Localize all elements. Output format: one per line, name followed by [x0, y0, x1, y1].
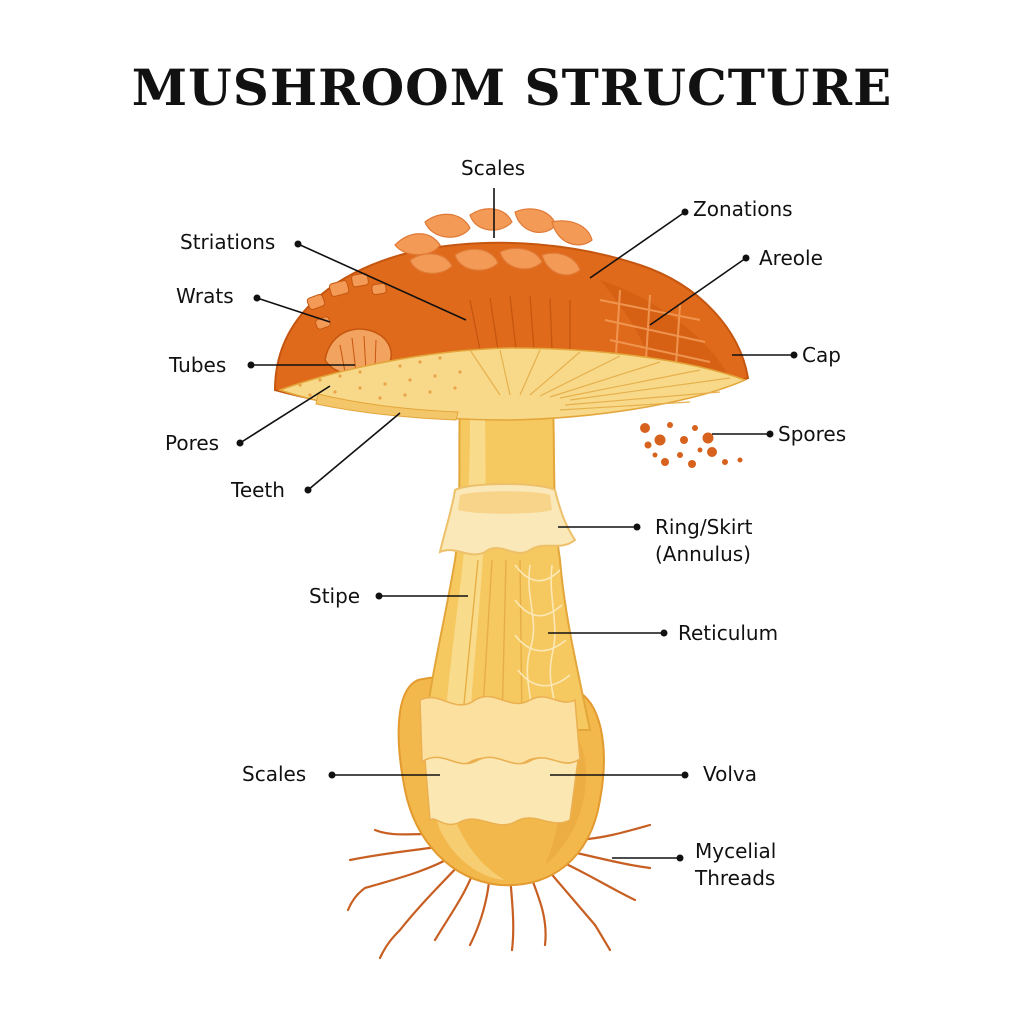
leader-areole	[649, 257, 747, 326]
label-mycelial-line1: Mycelial	[695, 839, 777, 863]
label-areole: Areole	[759, 246, 823, 270]
label-teeth: Teeth	[231, 478, 285, 502]
label-scales-top: Scales	[461, 156, 526, 180]
label-spores: Spores	[778, 422, 847, 446]
label-reticulum: Reticulum	[678, 621, 779, 645]
label-cap: Cap	[802, 343, 841, 367]
ring-skirt	[438, 483, 577, 556]
leader-pores	[239, 385, 331, 444]
label-mycelial-line2: Threads	[695, 866, 776, 890]
volva-scales	[419, 695, 581, 826]
leader-striations	[297, 243, 467, 321]
gills	[277, 347, 748, 421]
label-volva: Volva	[703, 762, 758, 786]
label-striations: Striations	[180, 230, 276, 254]
label-scales-bottom: Scales	[242, 762, 307, 786]
leader-zonations	[589, 211, 686, 279]
page-title: MUSHROOM STRUCTURE	[131, 58, 893, 117]
spores	[640, 422, 743, 468]
leader-wrats	[256, 297, 331, 323]
label-tubes: Tubes	[169, 353, 227, 377]
label-wrats: Wrats	[176, 284, 234, 308]
label-ring-line2: (Annulus)	[655, 542, 751, 566]
label-stipe: Stipe	[309, 584, 361, 608]
label-pores: Pores	[165, 431, 220, 455]
leader-lines	[239, 188, 794, 859]
leader-teeth	[307, 412, 401, 491]
label-ring-line1: Ring/Skirt	[655, 515, 753, 539]
stipe	[423, 404, 592, 731]
label-zonations: Zonations	[693, 197, 793, 221]
leader-dots	[236, 208, 798, 862]
